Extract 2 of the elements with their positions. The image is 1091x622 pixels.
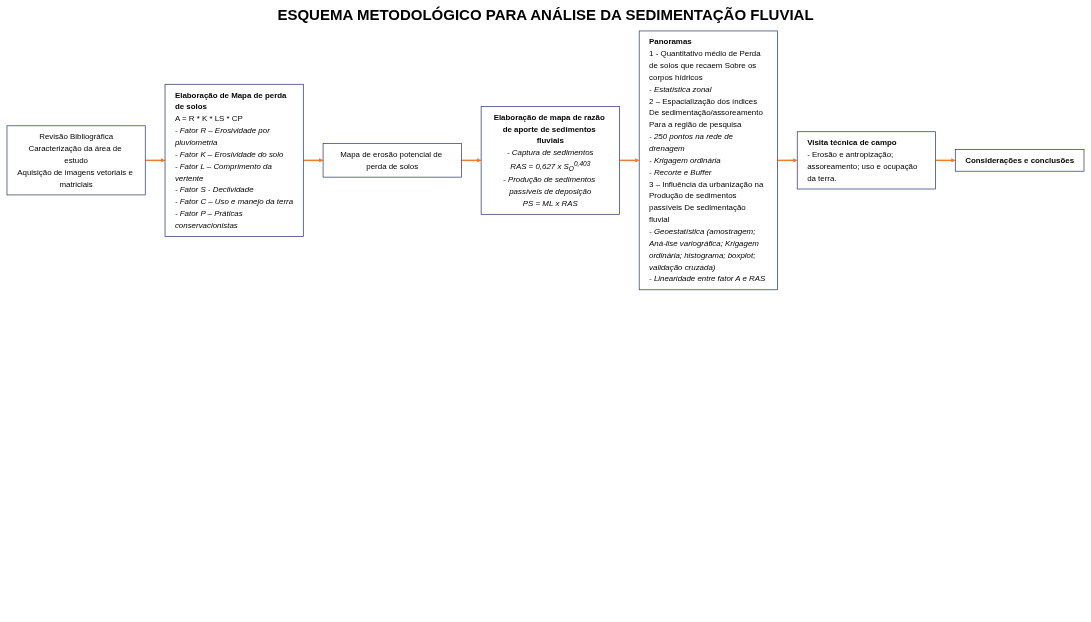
diagram-title: ESQUEMA METODOLÓGICO PARA ANÁLISE DA SEDIMENTAÇÃO FLUVIAL bbox=[276, 6, 815, 23]
arrow bbox=[934, 158, 956, 163]
